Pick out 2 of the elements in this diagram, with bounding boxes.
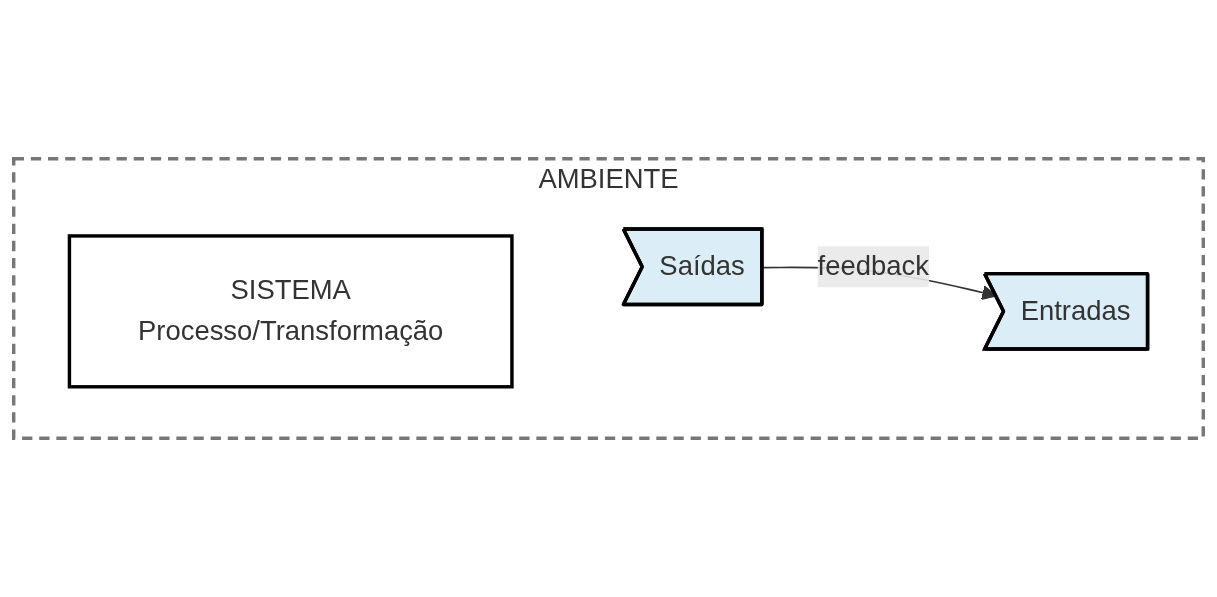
node-box: SISTEMA Processo/Transformação: [67, 234, 514, 389]
edge-label: feedback: [817, 251, 929, 281]
